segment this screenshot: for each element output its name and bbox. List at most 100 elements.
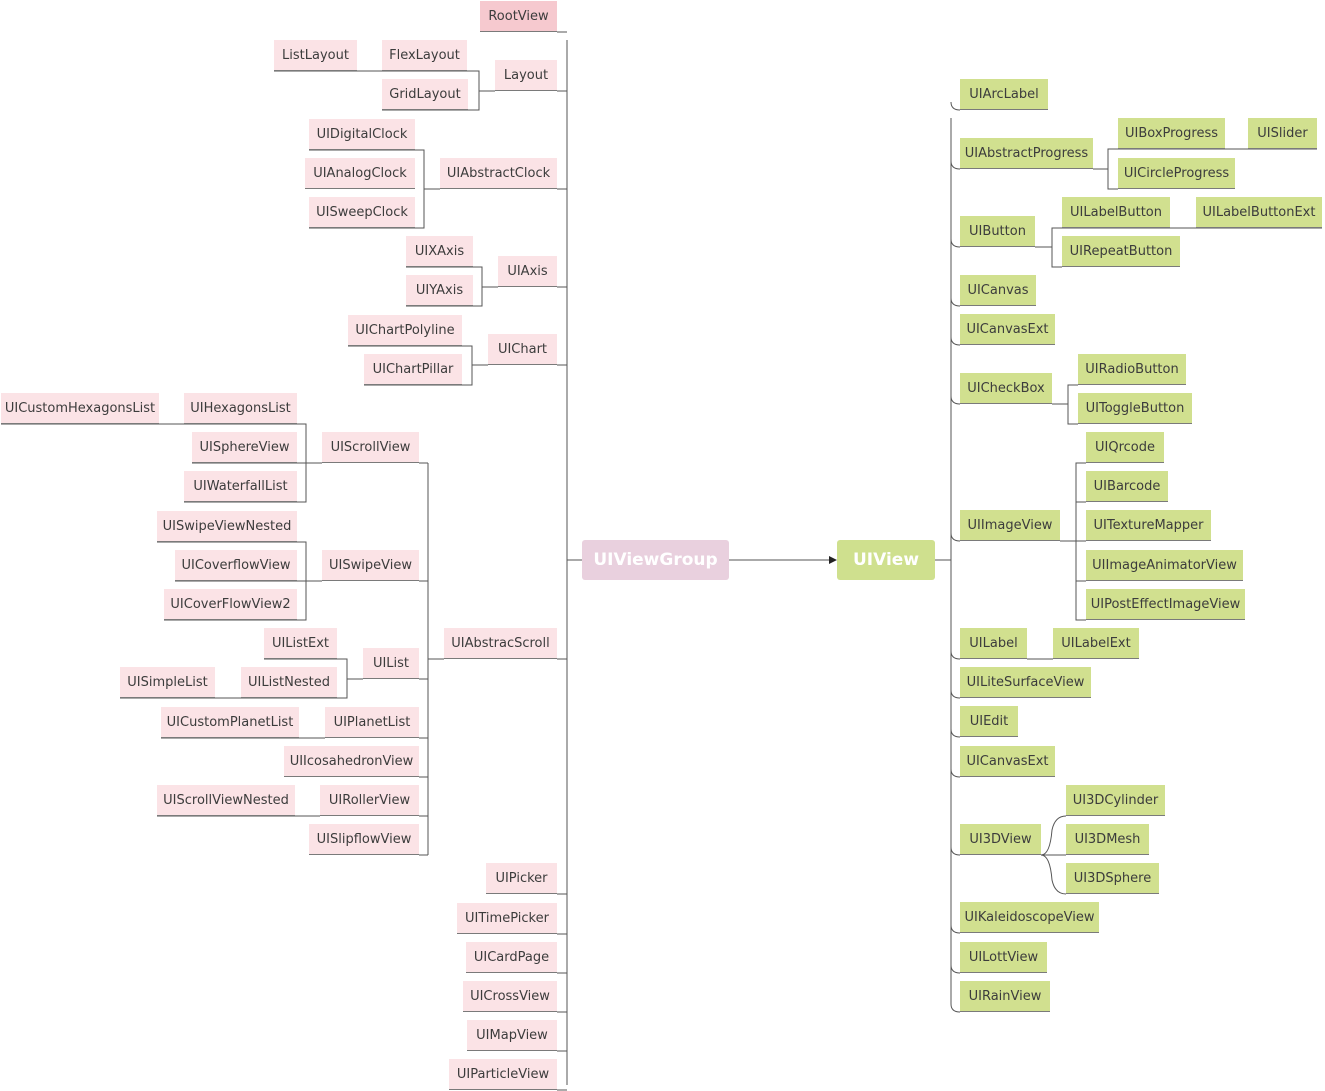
right-branch-line	[950, 846, 961, 856]
node-uihexagonslist: UIHexagonsList	[184, 393, 297, 424]
node-uianalogclock: UIAnalogClock	[305, 158, 415, 189]
node-uiedit: UIEdit	[960, 706, 1018, 737]
connector-line	[406, 287, 483, 307]
node-uiscrollviewnested: UIScrollViewNested	[157, 785, 295, 816]
connector-line	[309, 189, 425, 229]
node-ui3dsphere: UI3DSphere	[1066, 863, 1159, 894]
node-uichartpolyline: UIChartPolyline	[348, 315, 462, 346]
right-branch-line	[950, 297, 961, 307]
connector-line	[157, 541, 322, 582]
node-uiboxprogress: UIBoxProgress	[1118, 118, 1225, 149]
node-uicanvas: UICanvas	[960, 275, 1036, 306]
node-uicrossview: UICrossView	[463, 981, 557, 1012]
node-uilitesurfaceview: UILiteSurfaceView	[960, 667, 1091, 698]
node-uiicosahedronview: UIIcosahedronView	[284, 746, 419, 777]
node-uiabstractprogress: UIAbstractProgress	[960, 138, 1093, 169]
node-ui3dcylinder: UI3DCylinder	[1066, 785, 1165, 816]
right-branch-line	[950, 728, 961, 738]
node-uiaxis: UIAxis	[498, 256, 557, 287]
node-uiswipeviewnested: UISwipeViewNested	[157, 511, 297, 542]
node-uicircleprogress: UICircleProgress	[1118, 158, 1235, 189]
connector-line	[1051, 247, 1062, 268]
node-uirepeatbutton: UIRepeatButton	[1062, 236, 1180, 267]
node-uiradiobutton: UIRadioButton	[1078, 354, 1186, 385]
node-uiarclabel: UIArcLabel	[960, 79, 1048, 110]
node-uiqrcode: UIQrcode	[1086, 432, 1164, 463]
node-uicustomplanetlist: UICustomPlanetList	[161, 707, 299, 738]
node-uitogglebutton: UIToggleButton	[1078, 393, 1192, 424]
node-uiwaterfalllist: UIWaterfallList	[184, 471, 297, 502]
node-uikaleidoscopeview: UIKaleidoscopeView	[960, 902, 1099, 933]
node-uibarcode: UIBarcode	[1086, 471, 1168, 502]
node-uisphereview: UISphereView	[192, 432, 297, 463]
connector-line	[120, 679, 348, 699]
node-uimapview: UIMapView	[467, 1020, 557, 1051]
right-branch-line	[950, 395, 961, 405]
connector-line	[364, 365, 473, 386]
connector-line	[1040, 815, 1067, 856]
node-uichartpillar: UIChartPillar	[364, 354, 462, 385]
node-uislipflowview: UISlipflowView	[309, 824, 419, 855]
right-branch-line	[950, 532, 961, 542]
node-uilottview: UILottView	[960, 942, 1047, 973]
node-uiabstractclock: UIAbstractClock	[440, 158, 557, 189]
right-branch-line	[950, 101, 961, 111]
node-uiimageview: UIImageView	[960, 510, 1060, 541]
node-uiimageanimatorview: UIImageAnimatorView	[1086, 550, 1243, 581]
node-uicanvasext2: UICanvasExt	[960, 746, 1055, 777]
right-branch-line	[950, 238, 961, 248]
right-branch-line	[950, 650, 961, 660]
node-uisimplelist: UISimpleList	[120, 667, 215, 698]
connector-line	[1052, 384, 1078, 405]
connector-line	[264, 658, 363, 680]
right-branch-line	[950, 768, 961, 778]
node-uilist: UIList	[363, 648, 419, 679]
node-uixaxis: UIXAxis	[406, 236, 473, 267]
node-uicanvasext: UICanvasExt	[960, 314, 1055, 345]
node-uicustomhexagonslist: UICustomHexagonsList	[1, 393, 159, 424]
connector-line	[406, 266, 498, 288]
connector-line	[184, 463, 307, 503]
node-uirainview: UIRainView	[960, 981, 1050, 1012]
node-flexlayout: FlexLayout	[382, 40, 467, 71]
right-branch-line	[950, 160, 961, 170]
connector-line	[274, 70, 495, 92]
node-uiposteffectimageview: UIPostEffectImageView	[1086, 589, 1245, 620]
node-uilabelext: UILabelExt	[1053, 628, 1139, 659]
hub-node-root: UIViewGroup	[582, 540, 729, 580]
node-uitexturemapper: UITextureMapper	[1086, 510, 1211, 541]
connector-line	[1035, 227, 1322, 248]
connector-line	[1075, 541, 1086, 621]
node-uiplanetlist: UIPlanetList	[325, 707, 419, 738]
connector-line	[348, 345, 488, 366]
connector-line	[1, 423, 322, 464]
node-uilabelbuttonext: UILabelButtonExt	[1196, 197, 1322, 228]
right-branch-line	[950, 336, 961, 346]
node-uirollerview: UIRollerView	[320, 785, 419, 816]
connector-line	[164, 581, 307, 621]
node-uilabel: UILabel	[960, 628, 1027, 659]
node-uiabstracscroll: UIAbstracScroll	[444, 628, 557, 659]
connector-line	[1040, 854, 1067, 895]
right-branch-line	[950, 964, 961, 974]
node-layout: Layout	[495, 60, 557, 91]
node-uilistnested: UIListNested	[241, 667, 337, 698]
right-branch-line	[950, 689, 961, 699]
right-branch-line	[950, 1003, 961, 1013]
node-uiyaxis: UIYAxis	[406, 275, 473, 306]
node-uisweepclock: UISweepClock	[309, 197, 415, 228]
connector-line	[1067, 404, 1078, 425]
node-uiswipeview: UISwipeView	[322, 550, 419, 581]
connector-line	[1093, 148, 1317, 170]
right-branch-line	[950, 924, 961, 934]
node-uiparticleview: UIParticleView	[449, 1059, 557, 1090]
node-ui3dmesh: UI3DMesh	[1066, 824, 1149, 855]
hub-node-root: UIView	[837, 540, 935, 580]
connector-line	[1107, 169, 1118, 190]
node-uislider: UISlider	[1248, 118, 1317, 149]
node-uiscrollview: UIScrollView	[322, 432, 419, 463]
node-uicardpage: UICardPage	[466, 942, 557, 973]
node-uidigitalclock: UIDigitalClock	[309, 119, 415, 150]
connector-line	[309, 149, 440, 190]
